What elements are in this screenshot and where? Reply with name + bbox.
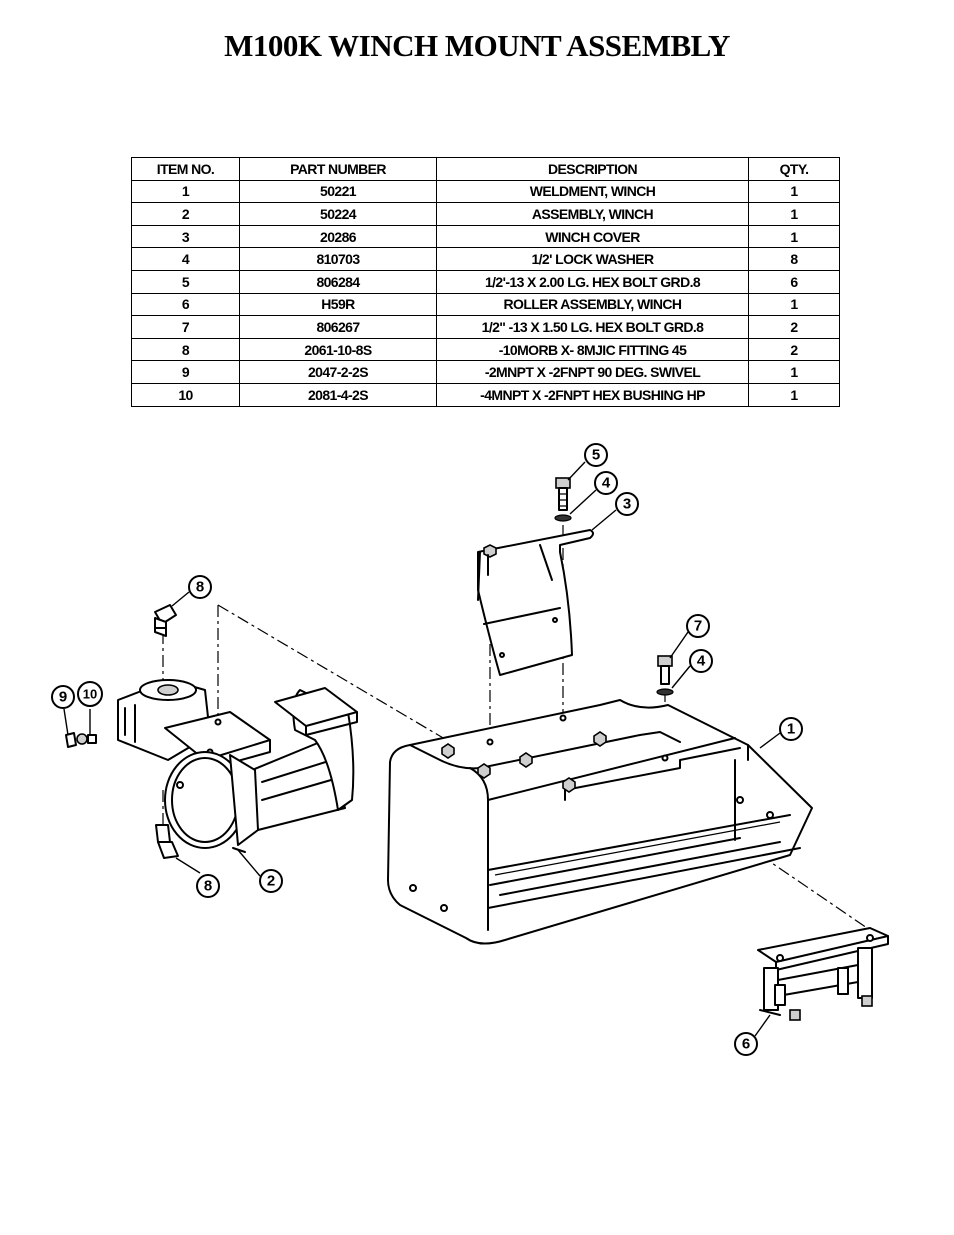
header-qty: QTY. <box>748 157 840 181</box>
balloon-label: 9 <box>59 689 67 706</box>
cell-item-no: 10 <box>131 382 240 407</box>
header-description: DESCRIPTION <box>436 157 749 181</box>
cell-item-no: 5 <box>131 269 240 294</box>
balloon-item-2: 2 <box>237 849 283 893</box>
balloon-item-4-top: 4 <box>569 471 618 515</box>
cell-item-no: 6 <box>131 292 240 317</box>
cell-part-number: 2061-10-8S <box>239 337 437 362</box>
balloon-label: 1 <box>787 721 795 738</box>
winch-assembly <box>117 679 358 853</box>
cell-part-number: H59R <box>239 292 437 317</box>
cell-qty: 2 <box>748 337 840 362</box>
cell-part-number: 2047-2-2S <box>239 360 437 384</box>
cell-description: WELDMENT, WINCH <box>436 179 749 204</box>
cell-item-no: 1 <box>131 179 240 204</box>
cell-qty: 1 <box>748 224 840 249</box>
balloon-label: 10 <box>83 687 97 702</box>
cell-description: WINCH COVER <box>436 224 749 249</box>
balloon-label: 8 <box>204 878 212 895</box>
cell-description: 1/2'-13 X 2.00 LG. HEX BOLT GRD.8 <box>436 269 749 294</box>
cell-item-no: 7 <box>131 315 240 339</box>
balloon-item-8-top: 8 <box>171 575 212 607</box>
balloon-item-1: 1 <box>759 717 803 749</box>
hex-bolt-and-washer-right <box>656 655 674 696</box>
cell-part-number: 810703 <box>239 247 437 271</box>
fitting-45-bottom <box>155 824 179 859</box>
cell-qty: 1 <box>748 382 840 407</box>
balloon-item-4-right: 4 <box>671 649 713 689</box>
cell-qty: 8 <box>748 247 840 271</box>
cell-part-number: 50224 <box>239 202 437 226</box>
cell-part-number: 806267 <box>239 315 437 339</box>
exploded-assembly-drawing: 5 4 3 8 7 4 9 10 1 2 8 6 <box>51 443 889 1056</box>
balloon-label: 6 <box>742 1036 750 1053</box>
balloon-label: 4 <box>697 653 706 670</box>
cell-part-number: 50221 <box>239 179 437 204</box>
cell-item-no: 3 <box>131 224 240 249</box>
cell-item-no: 9 <box>131 360 240 384</box>
header-item-no: ITEM NO. <box>131 157 240 181</box>
cell-description: -2MNPT X -2FNPT 90 DEG. SWIVEL <box>436 360 749 384</box>
balloon-item-6: 6 <box>734 1014 771 1056</box>
cell-item-no: 2 <box>131 202 240 226</box>
balloon-label: 2 <box>267 873 275 890</box>
balloon-label: 4 <box>602 475 611 492</box>
cell-part-number: 2081-4-2S <box>239 382 437 407</box>
cell-description: ASSEMBLY, WINCH <box>436 202 749 226</box>
winch-weldment <box>387 699 813 945</box>
cell-description: -10MORB X- 8MJIC FITTING 45 <box>436 337 749 362</box>
swivel-and-bushing-fittings <box>65 732 97 748</box>
cell-description: 1/2' LOCK WASHER <box>436 247 749 271</box>
balloon-item-10: 10 <box>77 681 103 734</box>
balloon-label: 5 <box>592 447 600 464</box>
balloon-item-7: 7 <box>669 614 710 659</box>
winch-cover <box>477 529 594 676</box>
cell-qty: 2 <box>748 315 840 339</box>
table-header-row: ITEM NO. PART NUMBER DESCRIPTION QTY. <box>131 157 840 181</box>
fitting-45-top <box>154 604 177 637</box>
balloon-label: 7 <box>694 618 702 635</box>
cell-part-number: 20286 <box>239 224 437 249</box>
cell-description: 1/2" -13 X 1.50 LG. HEX BOLT GRD.8 <box>436 315 749 339</box>
cell-qty: 1 <box>748 179 840 204</box>
cell-qty: 6 <box>748 269 840 294</box>
balloon-label: 8 <box>196 579 204 596</box>
cell-item-no: 4 <box>131 247 240 271</box>
cell-part-number: 806284 <box>239 269 437 294</box>
balloon-label: 3 <box>623 496 631 513</box>
header-part-number: PART NUMBER <box>239 157 437 181</box>
cell-qty: 1 <box>748 292 840 317</box>
balloon-item-3: 3 <box>591 492 639 531</box>
hex-bolt-and-washer-top <box>554 477 572 522</box>
balloon-item-5: 5 <box>567 443 608 481</box>
cell-description: ROLLER ASSEMBLY, WINCH <box>436 292 749 317</box>
cell-qty: 1 <box>748 360 840 384</box>
balloon-item-8-bottom: 8 <box>175 857 220 898</box>
balloon-item-9: 9 <box>51 685 75 736</box>
cell-item-no: 8 <box>131 337 240 362</box>
cell-description: -4MNPT X -2FNPT HEX BUSHING HP <box>436 382 749 407</box>
page-title: M100K WINCH MOUNT ASSEMBLY <box>224 28 730 63</box>
cell-qty: 1 <box>748 202 840 226</box>
roller-assembly <box>757 927 889 1021</box>
